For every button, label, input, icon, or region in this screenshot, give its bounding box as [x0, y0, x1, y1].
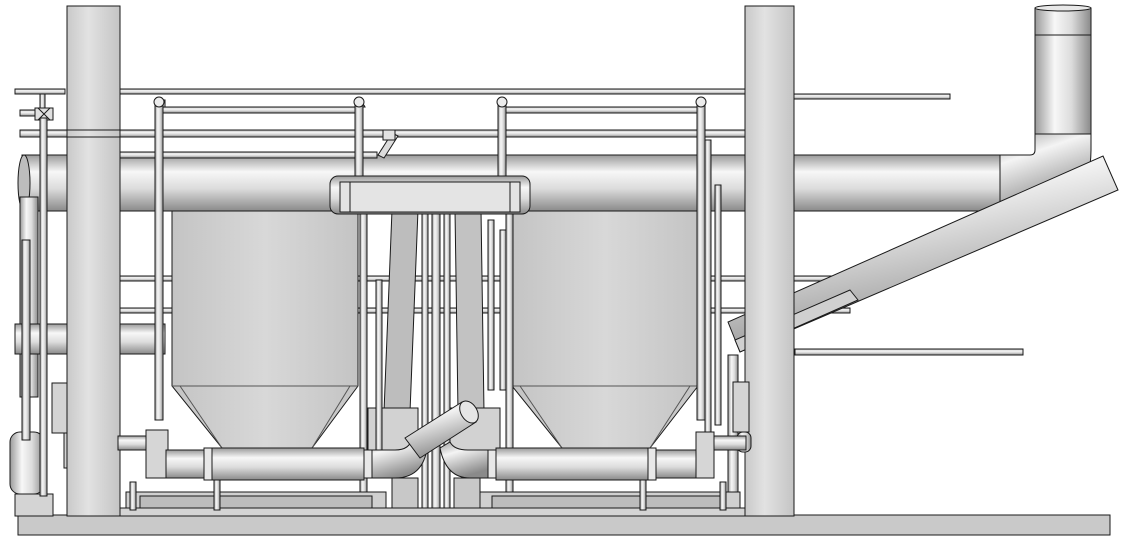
- left-filter-housing: [211, 447, 365, 481]
- right-valve-box: [732, 381, 750, 433]
- right-hanger-rail: [497, 106, 699, 114]
- right-chute: [454, 209, 485, 413]
- left-chute: [383, 209, 419, 413]
- left-bottom-pipe: [117, 435, 149, 451]
- left-thin-vertical: [39, 117, 48, 497]
- left-tank: [171, 209, 359, 449]
- top-rail: [119, 88, 746, 95]
- right-filter-housing: [495, 447, 649, 481]
- right-tank: [511, 209, 699, 449]
- right-bottom-pipe: [713, 435, 747, 451]
- right-column: [744, 5, 795, 517]
- left-column: [66, 5, 121, 517]
- left-pipe-run: [165, 449, 207, 479]
- center-skid-block-right: [453, 477, 481, 509]
- exhaust-stack: [1034, 7, 1092, 135]
- left-foot-block: [14, 493, 54, 517]
- right-pipe-run: [655, 449, 699, 479]
- right-stanchion: [727, 354, 739, 516]
- center-skid-block: [391, 477, 419, 509]
- middle-cross-rail: [114, 151, 378, 159]
- top-left-stub: [14, 88, 66, 95]
- right-pipe-flange: [695, 431, 715, 479]
- left-hanger-rail: [157, 106, 359, 114]
- hanger-rods: [154, 99, 722, 441]
- base-slab: [17, 514, 1111, 536]
- rear-rail-mid: [794, 348, 1024, 356]
- left-valve-body: [9, 431, 45, 495]
- left-pipe-flange: [145, 429, 169, 479]
